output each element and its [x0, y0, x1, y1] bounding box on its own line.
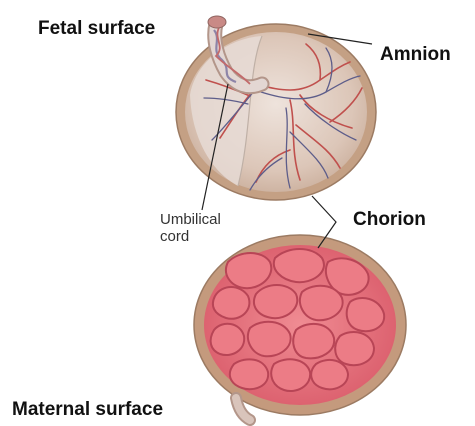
label-umbilical-line2: cord [160, 228, 221, 245]
fetal-surface-disc [176, 24, 376, 200]
label-umbilical-line1: Umbilical [160, 211, 221, 228]
label-umbilical-cord: Umbilical cord [160, 211, 221, 245]
label-fetal-surface: Fetal surface [38, 18, 155, 40]
label-amnion: Amnion [380, 44, 451, 66]
label-maternal-surface: Maternal surface [12, 399, 163, 421]
label-chorion: Chorion [353, 209, 426, 231]
